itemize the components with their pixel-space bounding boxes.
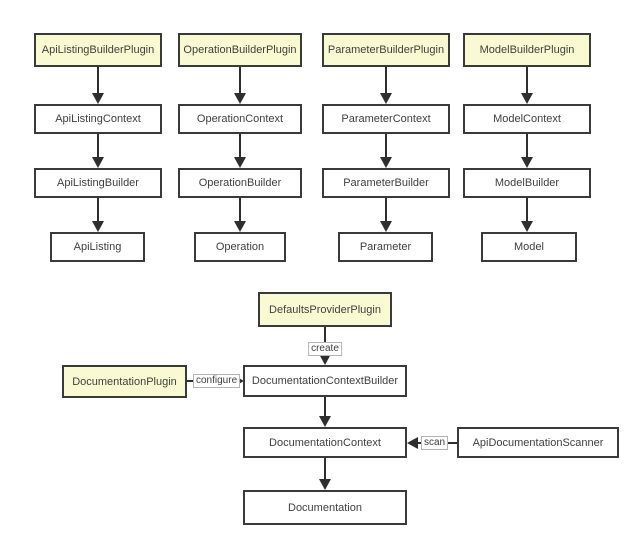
arrowhead-down-icon xyxy=(521,221,533,232)
arrowhead-down-icon xyxy=(380,221,392,232)
arrow-model-plugin-to-context-line xyxy=(526,67,528,95)
arrowhead-down-icon xyxy=(319,479,331,490)
arrowhead-down-icon xyxy=(319,416,331,427)
api-documentation-scanner-node: ApiDocumentationScanner xyxy=(457,427,619,458)
arrow-apilisting-plugin-to-context-line xyxy=(97,67,99,95)
api-listing-builder-plugin-node: ApiListingBuilderPlugin xyxy=(34,33,162,67)
arrowhead-down-icon xyxy=(234,93,246,104)
model-builder-plugin-node: ModelBuilderPlugin xyxy=(463,33,591,67)
api-listing-node: ApiListing xyxy=(50,232,145,262)
operation-node: Operation xyxy=(194,232,286,262)
arrow-parameter-context-to-builder-line xyxy=(385,134,387,158)
operation-context-node: OperationContext xyxy=(178,104,302,134)
model-context-node: ModelContext xyxy=(463,104,591,134)
scan-edge-label: scan xyxy=(421,436,449,450)
arrowhead-down-icon xyxy=(380,93,392,104)
arrow-operation-plugin-to-context-line xyxy=(239,67,241,95)
arrowhead-down-icon xyxy=(92,221,104,232)
arrowhead-down-icon xyxy=(380,157,392,168)
arrowhead-left-icon xyxy=(407,437,418,449)
documentation-context-node: DocumentationContext xyxy=(243,427,407,458)
arrow-operation-builder-to-product-line xyxy=(239,198,241,222)
create-edge-label: create xyxy=(308,342,342,356)
arrow-apilisting-context-to-builder-line xyxy=(97,134,99,158)
arrow-contextbuilder-to-context-line xyxy=(324,397,326,417)
parameter-builder-plugin-node: ParameterBuilderPlugin xyxy=(322,33,450,67)
parameter-context-node: ParameterContext xyxy=(322,104,450,134)
arrowhead-down-icon xyxy=(319,354,331,365)
arrow-parameter-plugin-to-context-line xyxy=(385,67,387,95)
operation-builder-plugin-node: OperationBuilderPlugin xyxy=(178,33,302,67)
documentation-node: Documentation xyxy=(243,490,407,525)
documentation-plugin-node: DocumentationPlugin xyxy=(62,365,187,398)
arrowhead-down-icon xyxy=(234,221,246,232)
operation-builder-node: OperationBuilder xyxy=(178,168,302,198)
api-listing-builder-node: ApiListingBuilder xyxy=(34,168,162,198)
configure-edge-label: configure xyxy=(193,374,241,388)
arrow-create-line xyxy=(324,327,326,356)
model-node: Model xyxy=(481,232,577,262)
arrow-apilisting-builder-to-product-line xyxy=(97,198,99,222)
arrowhead-down-icon xyxy=(92,93,104,104)
parameter-builder-node: ParameterBuilder xyxy=(322,168,450,198)
arrowhead-down-icon xyxy=(521,157,533,168)
defaults-provider-plugin-node: DefaultsProviderPlugin xyxy=(258,292,392,327)
arrow-model-builder-to-product-line xyxy=(526,198,528,222)
arrow-context-to-documentation-line xyxy=(324,458,326,480)
documentation-context-builder-node: DocumentationContextBuilder xyxy=(243,365,407,397)
arrowhead-down-icon xyxy=(521,93,533,104)
parameter-node: Parameter xyxy=(338,232,433,262)
arrow-parameter-builder-to-product-line xyxy=(385,198,387,222)
arrowhead-down-icon xyxy=(92,157,104,168)
model-builder-node: ModelBuilder xyxy=(463,168,591,198)
arrowhead-down-icon xyxy=(234,157,246,168)
arrow-operation-context-to-builder-line xyxy=(239,134,241,158)
arrow-model-context-to-builder-line xyxy=(526,134,528,158)
api-listing-context-node: ApiListingContext xyxy=(34,104,162,134)
